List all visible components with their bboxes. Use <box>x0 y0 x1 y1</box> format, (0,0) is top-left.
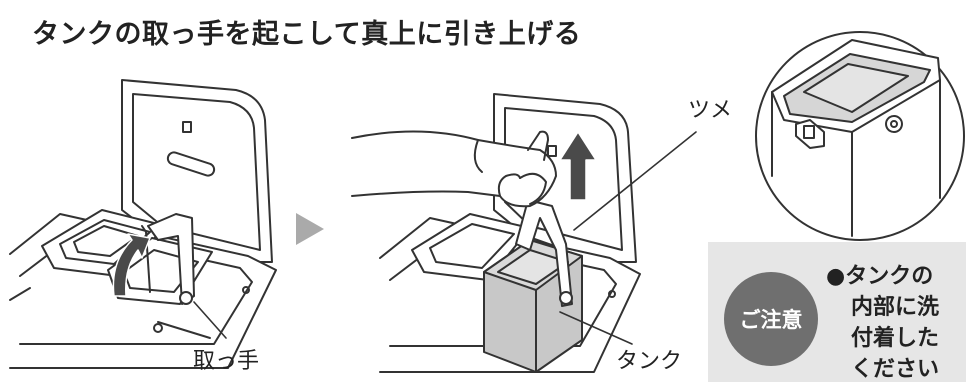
caution-line: ●タンクの <box>826 264 934 289</box>
hand-illustration <box>351 130 557 208</box>
handle-label: 取っ手 <box>193 349 260 374</box>
claw-label: ツメ <box>688 98 733 123</box>
caution-line: 付着した <box>851 326 940 351</box>
caution-line: 内部に洗 <box>851 295 940 320</box>
step-arrow-icon <box>296 213 324 245</box>
curved-arrow-icon <box>112 233 151 297</box>
up-arrow-icon <box>559 131 597 201</box>
caution-line: ください <box>851 357 940 382</box>
caution-badge: ご注意 <box>724 272 818 366</box>
caution-box: ご注意 ●タンクの 内部に洗 付着した ください <box>708 242 966 382</box>
zoom-detail <box>755 31 965 241</box>
instruction-heading: タンクの取っ手を起こして真上に引き上げる <box>32 19 582 50</box>
tank-label: タンク <box>616 349 683 374</box>
tank <box>483 199 633 373</box>
appliance-left <box>9 79 277 369</box>
